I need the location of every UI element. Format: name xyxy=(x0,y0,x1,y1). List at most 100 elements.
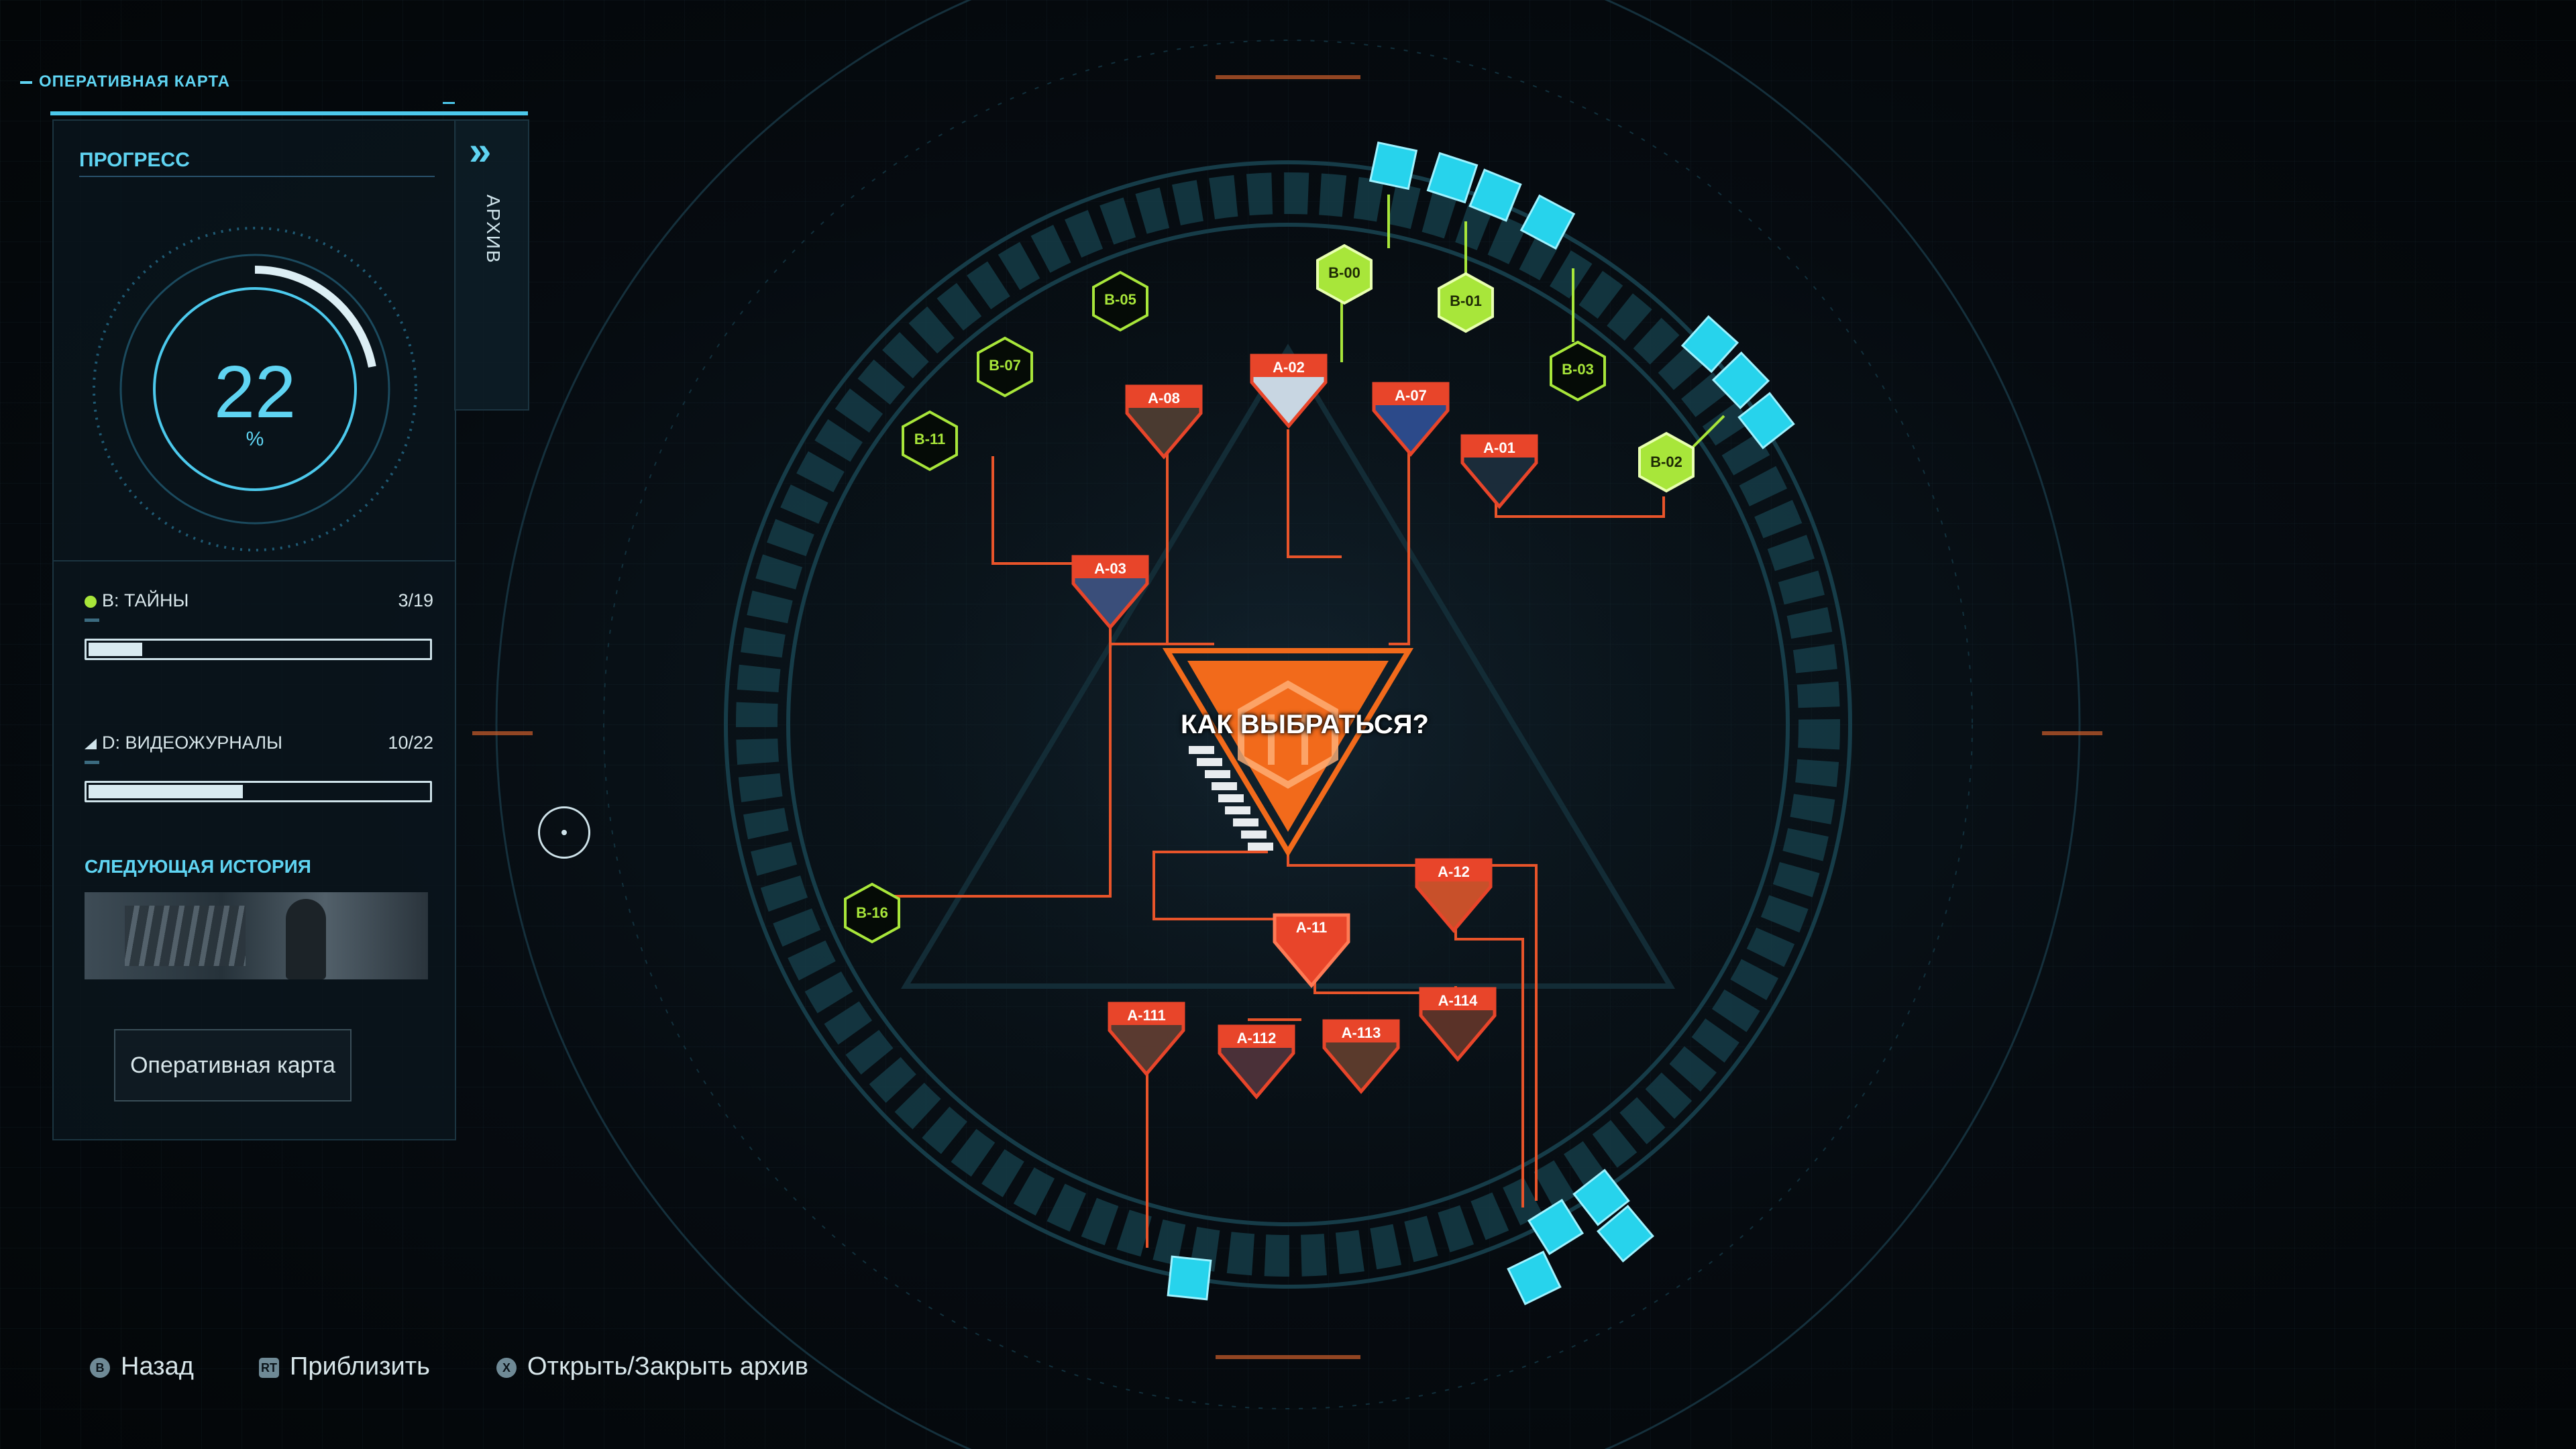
next-story-thumbnail[interactable] xyxy=(85,892,428,979)
tile-unlocked xyxy=(1468,168,1522,222)
next-story-title: СЛЕДУЮЩАЯ ИСТОРИЯ xyxy=(85,856,311,877)
title-underline xyxy=(50,111,528,115)
tile-unlocked xyxy=(1426,152,1479,204)
a-nodes: A-01 A-02 A-03 A-07 A-08 A-11 A-12 A-111… xyxy=(1071,354,1538,1099)
svg-text:A-08: A-08 xyxy=(1148,390,1180,407)
progress-title-line xyxy=(79,176,435,177)
node-a-11[interactable]: A-11 xyxy=(1273,913,1350,988)
svg-text:A-11: A-11 xyxy=(1296,919,1327,936)
center-objective-node[interactable] xyxy=(1162,648,1414,857)
tick-left xyxy=(472,731,533,735)
archive-label: АРХИВ xyxy=(483,195,504,264)
gauge-outer-ring xyxy=(119,254,390,525)
ring-inner-edge xyxy=(786,223,1790,1226)
node-a-112[interactable]: A-112 xyxy=(1218,1024,1295,1099)
svg-text:B-16: B-16 xyxy=(856,904,888,921)
node-b-01[interactable]: B-01 xyxy=(1438,272,1494,333)
x-button-icon: X xyxy=(496,1357,517,1378)
node-a-114[interactable]: A-114 xyxy=(1419,987,1497,1062)
node-b-11[interactable]: B-11 xyxy=(902,410,958,472)
operational-map-button[interactable]: Оперативная карта xyxy=(114,1029,352,1102)
tick-top xyxy=(1216,75,1360,79)
connector xyxy=(892,624,1112,898)
svg-text:B-01: B-01 xyxy=(1450,292,1482,309)
gauge-progress-arc xyxy=(131,266,378,513)
rt-button-icon: RT xyxy=(259,1357,279,1378)
screen-title: ОПЕРАТИВНАЯ КАРТА xyxy=(20,72,230,91)
tile-unlocked xyxy=(1737,392,1795,449)
stat-secrets-bar xyxy=(85,639,432,660)
node-a-03[interactable]: A-03 xyxy=(1071,555,1149,630)
progress-gauge-graphic xyxy=(93,227,417,551)
stat-mark xyxy=(85,761,99,764)
gauge-inner-ring xyxy=(153,287,357,491)
node-b-03[interactable]: B-03 xyxy=(1550,340,1606,402)
connector xyxy=(1389,436,1410,645)
control-archive-label: Открыть/Закрыть архив xyxy=(527,1352,808,1381)
svg-text:B-03: B-03 xyxy=(1562,361,1594,378)
ring-tiles xyxy=(736,172,1840,1277)
node-a-08[interactable]: A-08 xyxy=(1125,384,1203,460)
node-a-01[interactable]: A-01 xyxy=(1460,434,1538,509)
svg-text:B-00: B-00 xyxy=(1328,264,1360,281)
archive-tab[interactable]: » АРХИВ xyxy=(454,119,529,411)
progress-title: ПРОГРЕСС xyxy=(79,149,190,171)
control-back-label: Назад xyxy=(121,1352,194,1381)
node-b-05[interactable]: B-05 xyxy=(1092,270,1148,332)
map-cursor[interactable] xyxy=(538,806,590,859)
stat-videologs-count: 10/22 xyxy=(388,733,433,753)
progress-panel: ПРОГРЕСС 22 % В: ТАЙНЫ 3/19 D: ВИДЕОЖУРН… xyxy=(52,119,456,1140)
svg-text:A-02: A-02 xyxy=(1273,359,1305,376)
progress-section: ПРОГРЕСС 22 % xyxy=(54,121,455,561)
connector xyxy=(991,456,1073,565)
tile-unlocked xyxy=(1527,1198,1585,1256)
gauge-dotted-ring xyxy=(93,227,417,551)
svg-text:A-111: A-111 xyxy=(1127,1007,1166,1024)
guide-ring-dashed xyxy=(603,40,1973,1409)
svg-text:B-11: B-11 xyxy=(914,431,945,447)
node-a-113[interactable]: A-113 xyxy=(1322,1019,1400,1094)
svg-text:A-112: A-112 xyxy=(1237,1030,1277,1046)
control-archive[interactable]: X Открыть/Закрыть архив xyxy=(496,1352,808,1381)
node-a-02[interactable]: A-02 xyxy=(1250,354,1328,429)
svg-text:A-01: A-01 xyxy=(1483,439,1515,456)
stat-secrets-label: В: ТАЙНЫ xyxy=(102,590,189,610)
svg-text:B-02: B-02 xyxy=(1650,453,1682,470)
tile-unlocked xyxy=(1167,1255,1212,1301)
stat-mark xyxy=(85,619,99,622)
tick-right xyxy=(2042,731,2102,735)
stat-secrets-count: 3/19 xyxy=(398,590,433,610)
progress-gauge: 22 % xyxy=(87,221,423,557)
node-b-02[interactable]: B-02 xyxy=(1638,431,1695,493)
tile-unlocked xyxy=(1572,1169,1630,1226)
green-dot-icon xyxy=(85,595,97,608)
node-a-12[interactable]: A-12 xyxy=(1415,858,1493,933)
svg-text:A-113: A-113 xyxy=(1342,1024,1381,1041)
node-a-07[interactable]: A-07 xyxy=(1372,382,1450,457)
svg-text:A-114: A-114 xyxy=(1438,992,1478,1009)
svg-text:B-05: B-05 xyxy=(1104,291,1136,308)
b-button-icon: B xyxy=(90,1357,110,1378)
svg-text:A-07: A-07 xyxy=(1395,387,1427,404)
title-underline-tick xyxy=(443,102,455,104)
node-b-00[interactable]: B-00 xyxy=(1316,244,1373,305)
tile-unlocked xyxy=(1368,141,1418,191)
objective-sub-tags xyxy=(1189,746,1273,851)
outer-guide-ring xyxy=(495,0,2081,1449)
center-objective-title: КАК ВЫБРАТЬСЯ? xyxy=(1181,710,1429,739)
connector xyxy=(1454,926,1524,1208)
progress-value: 22 xyxy=(213,351,297,433)
triangle-icon xyxy=(85,738,97,749)
node-b-16[interactable]: B-16 xyxy=(844,882,900,944)
thumbnail-shape xyxy=(125,906,246,966)
ring-outer-edge xyxy=(724,160,1852,1289)
node-b-07[interactable]: B-07 xyxy=(977,336,1033,398)
stat-videologs-label: D: ВИДЕОЖУРНАЛЫ xyxy=(102,733,283,753)
node-a-111[interactable]: A-111 xyxy=(1108,1002,1185,1077)
tile-unlocked xyxy=(1680,315,1739,374)
svg-text:A-12: A-12 xyxy=(1438,863,1470,880)
control-back[interactable]: B Назад xyxy=(90,1352,194,1381)
stat-videologs-fill xyxy=(89,785,244,798)
